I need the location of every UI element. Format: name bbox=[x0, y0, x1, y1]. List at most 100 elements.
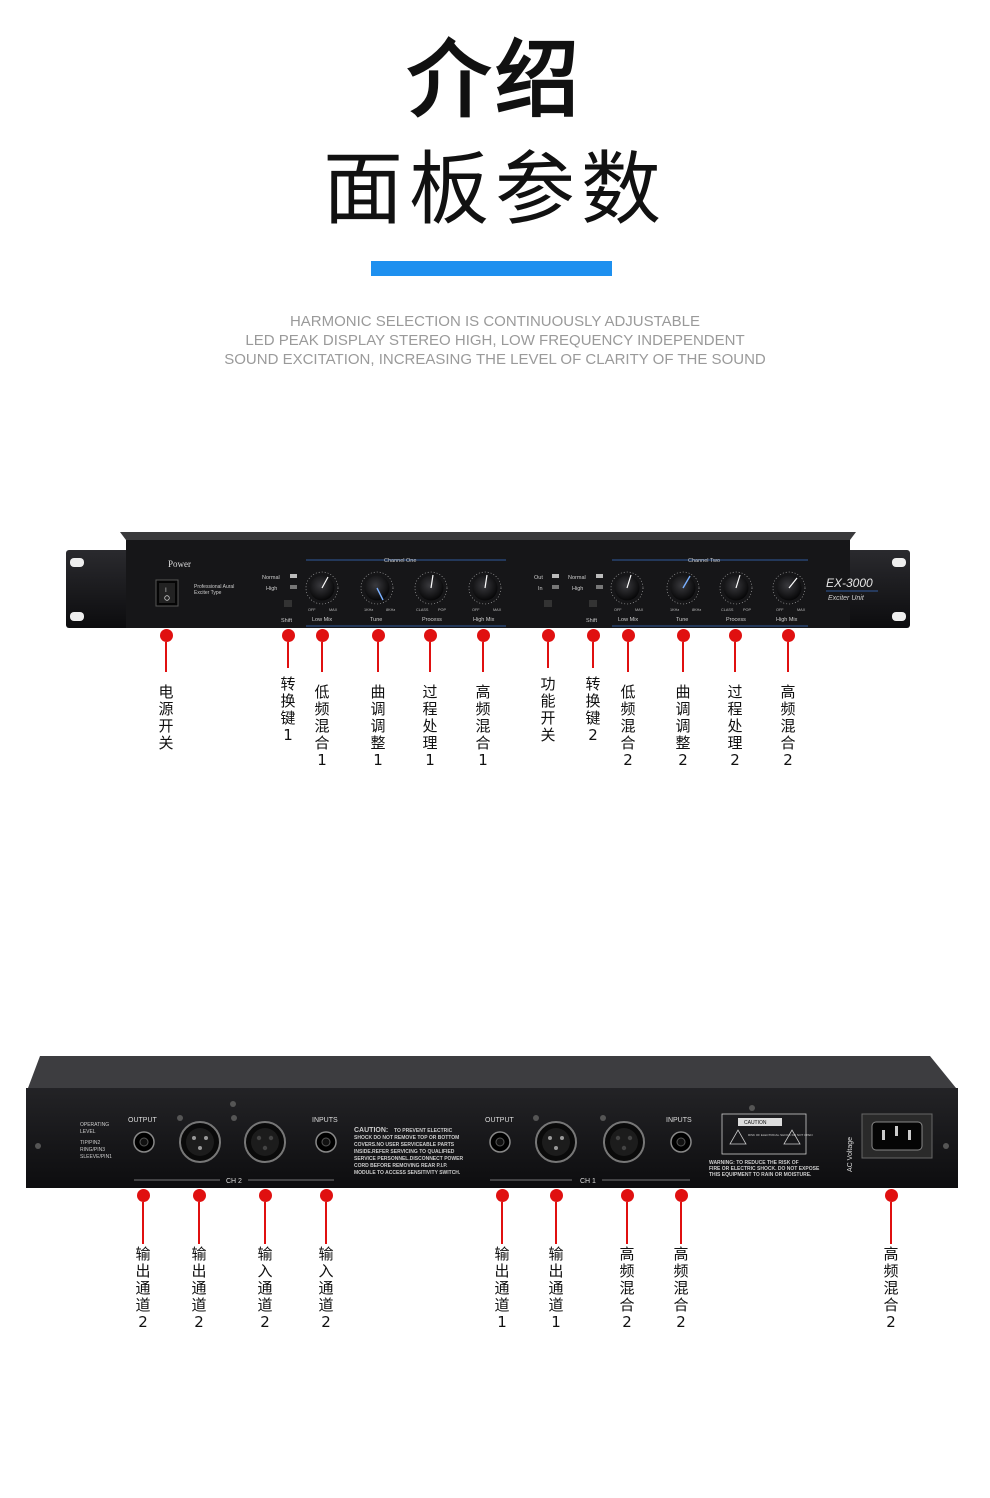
svg-text:OPERATING: OPERATING bbox=[80, 1122, 109, 1128]
svg-text:MAX: MAX bbox=[797, 608, 806, 612]
knob-low-mix-1 bbox=[305, 571, 339, 605]
callout-label: 过程处理2 bbox=[727, 683, 743, 769]
callout-label: 输入通道2 bbox=[257, 1245, 273, 1331]
warning-icon bbox=[783, 1129, 801, 1145]
knob-high-mix-2 bbox=[772, 571, 806, 605]
callout-label: 低频混合2 bbox=[620, 683, 636, 769]
accent-bar bbox=[371, 261, 612, 276]
svg-text:CH 2: CH 2 bbox=[226, 1178, 242, 1185]
svg-text:Low Mix: Low Mix bbox=[312, 617, 332, 623]
svg-text:SLEEVE/PIN1: SLEEVE/PIN1 bbox=[80, 1154, 112, 1160]
svg-text:High: High bbox=[572, 586, 583, 592]
model-label: EX-3000 bbox=[826, 576, 873, 590]
callout-label: 电源开关 bbox=[158, 683, 174, 752]
knob-process-2 bbox=[719, 571, 753, 605]
svg-text:TIP/PIN2: TIP/PIN2 bbox=[80, 1140, 101, 1146]
svg-text:THIS EQUIPMENT TO RAIN OR MOIS: THIS EQUIPMENT TO RAIN OR MOISTURE. bbox=[709, 1172, 812, 1178]
svg-text:MODULE TO ACCESS SENSITIVITY S: MODULE TO ACCESS SENSITIVITY SWITCH. bbox=[354, 1170, 461, 1176]
svg-text:MAX: MAX bbox=[635, 608, 644, 612]
callout-label: 高频混合2 bbox=[619, 1245, 635, 1331]
callout-label: 高频混合2 bbox=[883, 1245, 899, 1331]
knob-low-mix-2 bbox=[610, 571, 644, 605]
svg-text:RING/PIN3: RING/PIN3 bbox=[80, 1147, 105, 1153]
page-title: 介绍 bbox=[406, 31, 583, 129]
svg-text:In: In bbox=[538, 586, 543, 592]
front-panel-graphic: Power I Professional Aural Exciter Type … bbox=[66, 532, 910, 628]
rear-panel-graphic: OPERATING LEVEL TIP/PIN2 RING/PIN3 SLEEV… bbox=[26, 1056, 958, 1188]
type-label: Professional Aural bbox=[194, 584, 234, 590]
callout-label: 高频混合1 bbox=[475, 683, 491, 769]
svg-text:I: I bbox=[165, 587, 167, 594]
svg-text:SHOCK DO NOT REMOVE TOP OR BOT: SHOCK DO NOT REMOVE TOP OR BOTTOM bbox=[354, 1135, 459, 1141]
svg-text:COVERS.NO USER SERVICEABLE PAR: COVERS.NO USER SERVICEABLE PARTS bbox=[354, 1142, 455, 1148]
svg-text:CAUTION: CAUTION bbox=[744, 1120, 767, 1126]
svg-text:Tune: Tune bbox=[370, 617, 382, 623]
channel-one-label: Channel One bbox=[384, 558, 416, 564]
callout-label: 曲调调整1 bbox=[370, 683, 386, 769]
svg-text:POP: POP bbox=[438, 608, 446, 612]
callout-label: 转换键1 bbox=[280, 675, 296, 744]
callout-label: 输出通道1 bbox=[494, 1245, 510, 1331]
shift-button-1 bbox=[284, 600, 292, 607]
svg-text:OFF: OFF bbox=[614, 608, 622, 612]
rack-hole bbox=[892, 558, 906, 567]
svg-text:High: High bbox=[266, 586, 277, 592]
callout-label: 高频混合2 bbox=[780, 683, 796, 769]
type-label: Exciter Type bbox=[194, 590, 222, 596]
svg-text:OFF: OFF bbox=[776, 608, 784, 612]
callout-label: 输出通道2 bbox=[135, 1245, 151, 1331]
channel-two-label: Channel Two bbox=[688, 558, 720, 564]
svg-text:CLASS: CLASS bbox=[416, 608, 429, 612]
svg-text:Low Mix: Low Mix bbox=[618, 617, 638, 623]
function-button bbox=[544, 600, 552, 607]
callout-label: 过程处理1 bbox=[422, 683, 438, 769]
power-label: Power bbox=[168, 559, 191, 569]
chassis-top bbox=[120, 532, 856, 540]
power-rocker bbox=[159, 583, 175, 603]
rear-panel: OPERATING LEVEL TIP/PIN2 RING/PIN3 SLEEV… bbox=[26, 1054, 958, 1194]
callout-label: 输出通道2 bbox=[191, 1245, 207, 1331]
chassis-top bbox=[28, 1056, 956, 1088]
svg-text:8KHz: 8KHz bbox=[692, 608, 701, 612]
knob-process-1 bbox=[414, 571, 448, 605]
svg-text:Normal: Normal bbox=[568, 575, 586, 581]
svg-text:INSIDE.REFER SERVICING TO QUAL: INSIDE.REFER SERVICING TO QUALIFIED bbox=[354, 1149, 455, 1155]
svg-text:1KHz: 1KHz bbox=[670, 608, 679, 612]
svg-text:Normal: Normal bbox=[262, 575, 280, 581]
svg-text:INPUTS: INPUTS bbox=[312, 1117, 338, 1124]
caution-sticker bbox=[721, 1113, 807, 1155]
description-line: HARMONIC SELECTION IS CONTINUOUSLY ADJUS… bbox=[289, 313, 701, 330]
svg-text:OUTPUT: OUTPUT bbox=[128, 1117, 158, 1124]
warning-icon bbox=[729, 1129, 747, 1145]
svg-text:TO PREVENT ELECTRIC: TO PREVENT ELECTRIC bbox=[394, 1128, 453, 1134]
callout-label: 高频混合2 bbox=[673, 1245, 689, 1331]
knob-tune-1 bbox=[360, 571, 394, 605]
knob-high-mix-1 bbox=[468, 571, 502, 605]
svg-text:CORD BEFORE REMOVING REAR P.I.: CORD BEFORE REMOVING REAR P.I.P. bbox=[354, 1163, 448, 1169]
rack-hole bbox=[892, 612, 906, 621]
callout-label: 曲调调整2 bbox=[675, 683, 691, 769]
rack-hole bbox=[70, 612, 84, 621]
svg-text:8KHz: 8KHz bbox=[386, 608, 395, 612]
svg-text:OFF: OFF bbox=[472, 608, 480, 612]
svg-text:Shift: Shift bbox=[586, 618, 597, 624]
svg-text:OUTPUT: OUTPUT bbox=[485, 1117, 515, 1124]
svg-text:Process: Process bbox=[726, 617, 746, 623]
front-panel: Power I Professional Aural Exciter Type … bbox=[66, 530, 910, 630]
knob-tune-2 bbox=[666, 571, 700, 605]
callout-label: 输入通道2 bbox=[318, 1245, 334, 1331]
svg-text:CH 1: CH 1 bbox=[580, 1178, 596, 1185]
svg-text:POP: POP bbox=[743, 608, 751, 612]
svg-text:OFF: OFF bbox=[308, 608, 316, 612]
svg-text:FIRE OR ELECTRIC SHOCK. DO NOT: FIRE OR ELECTRIC SHOCK. DO NOT EXPOSE bbox=[709, 1166, 820, 1172]
callout-label: 功能开关 bbox=[540, 675, 556, 744]
svg-text:1KHz: 1KHz bbox=[364, 608, 373, 612]
svg-text:Process: Process bbox=[422, 617, 442, 623]
description-line: SOUND EXCITATION, INCREASING THE LEVEL O… bbox=[224, 351, 766, 368]
callout-label: 输出通道1 bbox=[548, 1245, 564, 1331]
svg-text:MAX: MAX bbox=[493, 608, 502, 612]
svg-text:SERVICE PERSONNEL.DISCONNECT P: SERVICE PERSONNEL.DISCONNECT POWER bbox=[354, 1156, 463, 1162]
shift-button-2 bbox=[589, 600, 597, 607]
svg-text:High Mix: High Mix bbox=[776, 617, 798, 623]
svg-text:MAX: MAX bbox=[329, 608, 338, 612]
